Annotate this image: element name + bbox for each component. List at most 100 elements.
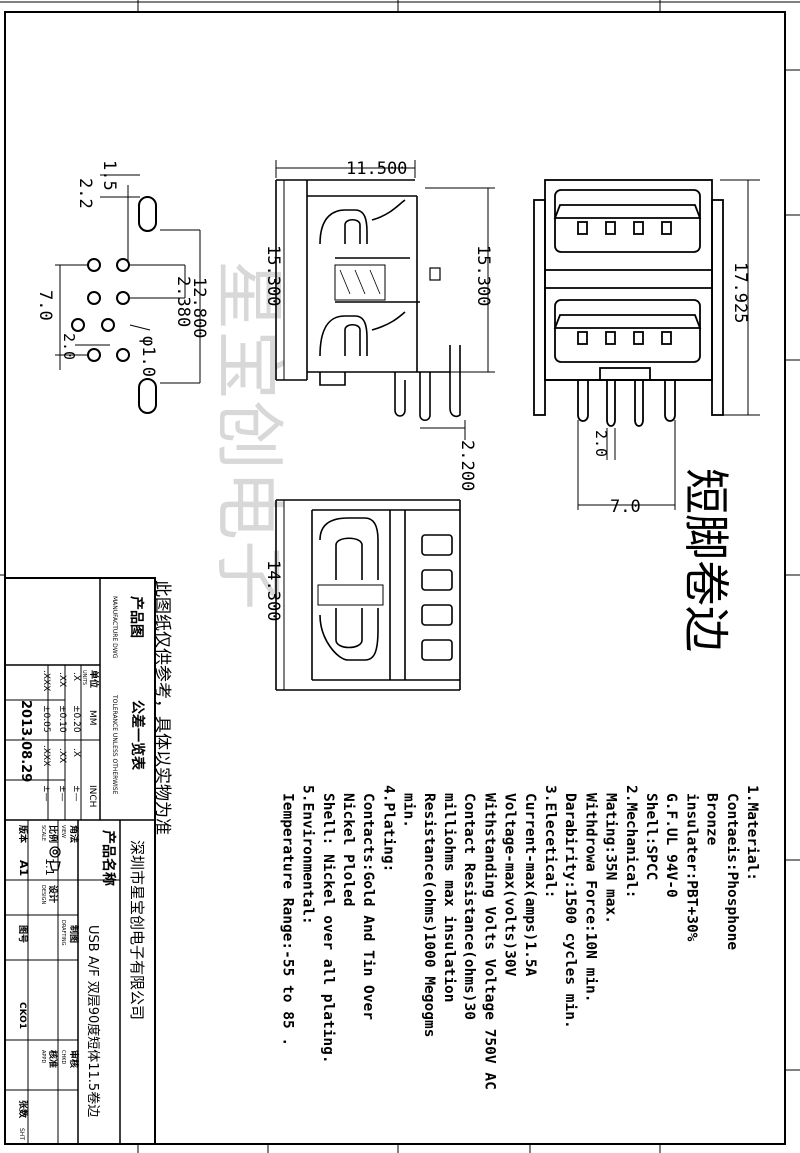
spec-line: Contacts:Gold And Tin Over (360, 793, 376, 1020)
pin-hole (116, 258, 130, 272)
dim-phi1.0: φ1.0 (138, 336, 158, 377)
spec-line: Iemperature Range:-55 to 85 . (279, 793, 295, 1046)
pin-hole (116, 348, 130, 362)
dim-1.5: 1.5 (99, 160, 119, 191)
top-view (275, 499, 461, 691)
sheet-label: 张数 (17, 1100, 29, 1119)
dim-12.800: 12.800 (189, 277, 209, 338)
spec-notes: 1.Material:Contaeis:PhosphoneBronzeinsul… (279, 785, 760, 1090)
tol-row-3-key2: .XXX (41, 745, 51, 766)
watermark: 星宝创电子 (208, 260, 290, 610)
spec-line: Contaeis:Phosphone (724, 793, 740, 950)
dim-15.300-left: 15.300 (263, 245, 283, 306)
slot-hole-top (138, 196, 157, 232)
spec-line: 1.Material: (744, 785, 760, 881)
pin-hole (71, 318, 85, 332)
product-name-label: 产品名称 (100, 830, 117, 886)
spec-line: insulater:PBT+30% (683, 793, 699, 942)
drawing-code: CKO1 (17, 1002, 27, 1029)
reference-note: 此图纸仅供参考，具体以实物为准 (152, 580, 172, 835)
pcb-footprint-view (71, 196, 157, 414)
title-block-text: 产品图 MANUFACTURE DWG 公差一览表 TOLERANCE UNLE… (17, 596, 146, 1140)
version-value: A1 (17, 860, 30, 876)
tol-row-2-key: .XX (57, 672, 67, 687)
version-label: 版本 (17, 824, 29, 844)
view-label-en: VIEW (60, 825, 66, 838)
approve-label: 核准 (47, 1050, 59, 1068)
unit-label-en: UNITS (81, 670, 87, 685)
scale-label-en: SCALE (40, 825, 46, 841)
dim-7.0-left: 7.0 (35, 290, 55, 321)
dim-2.2: 2.2 (75, 178, 95, 209)
dim-2.0-right: 2.0 (592, 430, 610, 457)
scale-value: 1:1 (43, 858, 56, 876)
pin-hole (101, 318, 115, 332)
scale-label: 比例 (47, 825, 59, 843)
view-label: 角法 (68, 825, 80, 843)
tol-row-1-inch: ±— (71, 785, 81, 802)
pin-hole (87, 258, 101, 272)
drawing-no-label: 图号 (17, 925, 28, 943)
spec-line: Mating:35N max. (603, 793, 619, 924)
tolerance-title-en: TOLERANCE UNLESS OTHERWISE (111, 694, 118, 795)
spec-line: 3.Elecetical: (542, 785, 558, 899)
spec-line: milliohms max insulation (441, 793, 457, 1003)
drawing-date: 2013.08.29 (18, 700, 33, 782)
front-view (533, 179, 724, 427)
tol-row-3-key: .XXX (41, 670, 51, 691)
slot-hole-bottom (138, 378, 157, 414)
design-label: 设计 (47, 885, 59, 903)
spec-line: Contact Resistance(ohms)30 (461, 793, 477, 1020)
product-name: USB A/F 双层90度短体11.5卷边 (85, 925, 101, 1117)
tol-row-3-inch: ±— (41, 785, 51, 802)
tol-row-2-key2: .XX (57, 748, 67, 763)
pin-hole (116, 291, 130, 305)
spec-line: Withstanding Volts Voltage 750V AC (481, 793, 497, 1090)
dim-7.0-right: 7.0 (610, 497, 641, 517)
spec-line: Shell:SPCC (643, 793, 659, 880)
spec-line: Darabirity:1500 cycles min. (562, 793, 578, 1029)
tol-row-2-inch: ±— (57, 785, 67, 802)
spec-line: Current-max(amps)1.5A (522, 793, 538, 977)
tol-row-1-key2: .X (71, 748, 81, 757)
title-block (4, 577, 156, 1145)
col-mm: MM (87, 710, 97, 726)
check-label-en: CHKD (60, 1050, 66, 1065)
spec-line: Resistance(ohms)1000 Megogms (421, 793, 437, 1037)
dim-17.925: 17.925 (730, 262, 750, 323)
pin-hole (87, 348, 101, 362)
side-view-dimension-lines (275, 160, 495, 440)
unit-label: 单位 (88, 670, 100, 688)
spec-line: Shell: Nickel over all plating. (320, 793, 336, 1064)
spec-line: Voltage-max(volts)30V (502, 793, 518, 977)
spec-line: 2.Mechanical: (623, 785, 639, 899)
tol-row-1-mm: ±0.20 (71, 705, 81, 733)
tol-row-2-mm: ±0.10 (57, 705, 67, 733)
design-label-en: DESIGN (40, 885, 46, 905)
spec-line: min. (401, 793, 417, 828)
dim-2.200: 2.200 (457, 440, 477, 491)
col-inch: INCH (87, 785, 97, 807)
spec-line: Nickel Ploled (340, 793, 356, 907)
tolerance-title: 公差一览表 (129, 700, 146, 771)
drawing-type: 产品图 (128, 596, 145, 638)
drafting-label: 制图 (68, 925, 80, 943)
spec-line: G.F.UL 94V-0 (663, 793, 679, 898)
approve-label-en: APPD (40, 1050, 46, 1063)
spec-line: 5.Environmental: (300, 785, 316, 925)
company-name: 深圳市星宝创电子有限公司 (128, 840, 146, 1020)
pcb-dimension-lines (55, 174, 201, 384)
tol-row-3-mm: ±0.05 (41, 705, 51, 733)
dim-15.300-right: 15.300 (473, 245, 493, 306)
pin-hole (87, 291, 101, 305)
dim-14.300: 14.300 (263, 560, 283, 621)
drafting-label-en: DRAFTING (60, 920, 66, 946)
dim-2.380: 2.380 (173, 276, 193, 327)
tol-row-1-key: .X (71, 672, 81, 681)
side-view (275, 179, 461, 422)
spec-line: Withdrowa Force:10N min. (582, 793, 598, 1003)
front-view-dimension-lines (577, 179, 760, 510)
dim-11.500: 11.500 (346, 159, 407, 179)
spec-line: 4.Plating: (380, 785, 396, 872)
